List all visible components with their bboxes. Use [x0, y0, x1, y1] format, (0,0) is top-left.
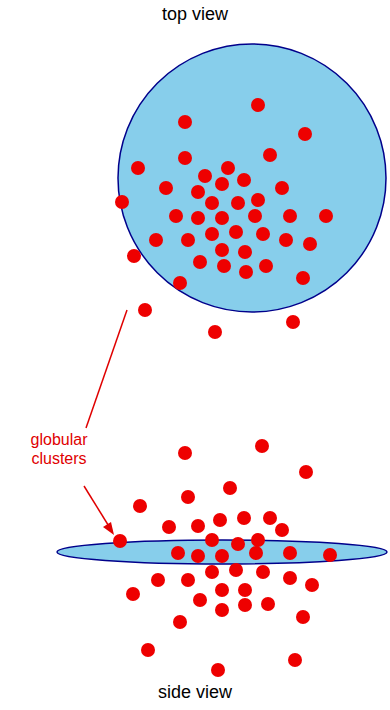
globular-cluster-dot	[149, 233, 163, 247]
globular-cluster-dot	[213, 513, 227, 527]
globular-cluster-dot	[191, 519, 205, 533]
globular-cluster-dot	[208, 325, 222, 339]
globular-cluster-dot	[193, 593, 207, 607]
globular-cluster-dot	[229, 563, 243, 577]
globular-cluster-dot	[238, 598, 252, 612]
globular-cluster-dot	[141, 643, 155, 657]
globular-cluster-dot	[255, 439, 269, 453]
globular-cluster-dot	[191, 185, 205, 199]
globular-cluster-dot	[275, 181, 289, 195]
globular-cluster-dot	[299, 465, 313, 479]
leader-arrow	[84, 486, 110, 528]
globular-cluster-dot	[251, 533, 265, 547]
globular-cluster-dot	[263, 511, 277, 525]
globular-cluster-dot	[319, 209, 333, 223]
globular-cluster-dot	[133, 499, 147, 513]
globular-cluster-dot	[169, 209, 183, 223]
globular-cluster-dot	[283, 571, 297, 585]
globular-cluster-dot	[298, 127, 312, 141]
globular-cluster-dot	[115, 195, 129, 209]
globular-cluster-dot	[159, 181, 173, 195]
globular-cluster-dot	[248, 209, 262, 223]
globular-cluster-dot	[251, 98, 265, 112]
globular-cluster-dot	[191, 549, 205, 563]
globular-cluster-dot	[237, 511, 251, 525]
globular-cluster-dot	[205, 196, 219, 210]
globular-cluster-dot	[181, 233, 195, 247]
arrowhead	[103, 522, 114, 535]
globular-cluster-dot	[151, 573, 165, 587]
globular-cluster-dot	[296, 610, 310, 624]
globular-cluster-dot	[231, 537, 245, 551]
globular-cluster-dot	[113, 534, 127, 548]
side-view-disk	[57, 540, 387, 564]
globular-cluster-dot	[237, 173, 251, 187]
globular-cluster-dot	[256, 227, 270, 241]
globular-cluster-dot	[215, 211, 229, 225]
callout-label: globular clusters	[16, 430, 102, 468]
globular-cluster-dot	[215, 177, 229, 191]
globular-cluster-dot	[296, 271, 310, 285]
leader-line	[86, 310, 127, 428]
globular-cluster-dot	[238, 245, 252, 259]
view-label: side view	[0, 682, 390, 704]
globular-cluster-dot	[229, 225, 243, 239]
globular-cluster-dot	[178, 115, 192, 129]
globular-cluster-dot	[138, 303, 152, 317]
globular-cluster-dot	[173, 276, 187, 290]
globular-cluster-dot	[323, 548, 337, 562]
globular-cluster-dot	[205, 227, 219, 241]
globular-cluster-dot	[215, 549, 229, 563]
globular-cluster-dot	[178, 151, 192, 165]
globular-cluster-dot	[215, 603, 229, 617]
globular-cluster-dot	[181, 490, 195, 504]
globular-cluster-dot	[191, 211, 205, 225]
globular-cluster-dot	[279, 233, 293, 247]
globular-cluster-dot	[162, 520, 176, 534]
globular-cluster-dot	[261, 597, 275, 611]
globular-cluster-dot	[215, 583, 229, 597]
globular-cluster-dot	[275, 523, 289, 537]
globular-cluster-dot	[239, 265, 253, 279]
cluster-dots	[113, 98, 337, 677]
globular-cluster-dot	[283, 546, 297, 560]
globular-cluster-dot	[223, 481, 237, 495]
globular-cluster-dot	[178, 446, 192, 460]
globular-cluster-dot	[127, 249, 141, 263]
globular-cluster-dot	[259, 259, 273, 273]
globular-cluster-dot	[251, 193, 265, 207]
globular-cluster-dot	[131, 161, 145, 175]
globular-cluster-dot	[231, 196, 245, 210]
globular-cluster-dot	[211, 663, 225, 677]
view-label: top view	[0, 4, 390, 26]
globular-cluster-dot	[305, 578, 319, 592]
globular-cluster-dot	[217, 259, 231, 273]
globular-cluster-dot	[249, 546, 263, 560]
globular-cluster-dot	[221, 161, 235, 175]
globular-cluster-dot	[303, 237, 317, 251]
globular-cluster-dot	[126, 587, 140, 601]
globular-cluster-dot	[283, 209, 297, 223]
globular-cluster-dot	[288, 653, 302, 667]
globular-cluster-dot	[215, 243, 229, 257]
top-view-disk	[118, 44, 386, 312]
globular-cluster-dot	[205, 533, 219, 547]
globular-cluster-dot	[205, 565, 219, 579]
globular-cluster-dot	[286, 315, 300, 329]
globular-cluster-dot	[181, 573, 195, 587]
globular-cluster-dot	[238, 583, 252, 597]
globular-cluster-dot	[263, 148, 277, 162]
globular-cluster-dot	[256, 565, 270, 579]
globular-cluster-dot	[173, 615, 187, 629]
globular-cluster-dot	[198, 169, 212, 183]
globular-cluster-dot	[193, 255, 207, 269]
globular-cluster-dot	[171, 546, 185, 560]
